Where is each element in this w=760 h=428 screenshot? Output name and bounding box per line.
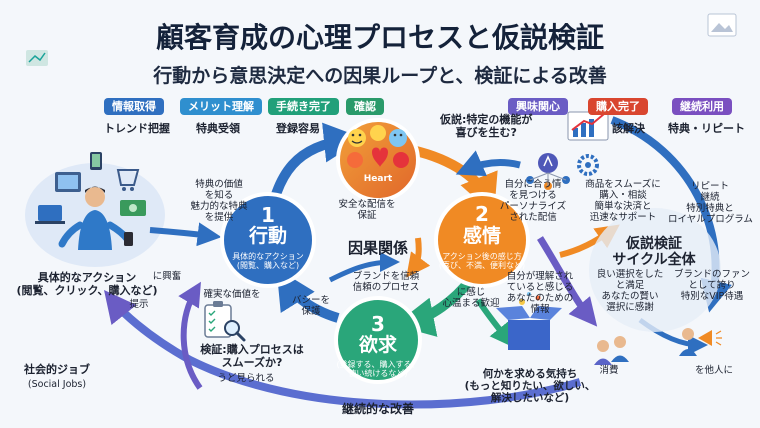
arrow-desire-to-action [276,268,340,323]
hypothesis-bottom-tail: うど見られる [217,373,275,384]
arrow-left-purple [178,281,203,390]
note-privacy: バシーを 保護 [291,295,330,317]
clipboard-magnifier-icon [204,301,246,342]
stage-tag: 確認 [346,98,384,115]
stage-tag-sub: 登録容易 [276,122,320,135]
node-emotion-label: 感情 [462,225,501,247]
stage-tag-sub: 特典・リピート [668,122,745,135]
person-with-devices-icon [35,152,146,250]
page-title: 顧客育成の心理プロセスと仮説検証 [155,21,604,54]
cycle-label: 仮説検証 サイクル全体 [612,236,696,269]
hypothesis-top: 仮説:特定の機能が 喜びを生む? [440,113,533,139]
node-action-sub: 具体的なアクション (閲覧、購入など) [232,252,304,271]
stage-tag-sub: 該解決 [612,122,645,135]
note-brand: ブランドを信頼 信頼のプロセス [352,271,420,293]
node-action-number: 1 [261,203,275,227]
stage-tag: 手続き完了 [268,98,339,115]
stage-tag: 情報取得 [104,98,164,115]
left-action-tail: に興奮 [152,271,182,282]
network-gears-icon [526,153,599,190]
people-icon [594,336,629,365]
stage-tag: メリット理解 [180,98,262,115]
arrow-center-orange [406,237,431,278]
node-desire-label: 欲求 [358,334,397,356]
note-feel: に感じ 心温まる歓迎 [442,287,500,309]
note-sure: 確実な価値を [203,289,261,300]
note-perk: 特典の価値 を知る 魅力的な特典 を提供 [190,179,248,223]
social-job-label: 社会的ジョブ [24,363,90,376]
desire-caption-tail: 消費 [599,365,619,376]
cycle-backdrop [589,208,721,332]
hypothesis-bottom: 検証:購入プロセスは スムーズか? [200,343,304,369]
desire-caption: 何かを求める気持ち (もっと知りたい、欲しい、 解決したいなど) [464,368,596,405]
node-action-circle [220,192,316,288]
note-understood: 自分が理解され ていると感じる あなたのための 情報 [506,271,574,315]
arrow-hypothesis-in [455,150,521,177]
stage-tag: 継続利用 [672,98,732,115]
note-smooth: 商品をスムーズに 購入・相談 簡単な決済と 迅速なサポート [585,179,661,223]
arrow-person-to-action [149,222,222,247]
node-action-label: 行動 [248,225,287,247]
bottom-right-tail: を他人に [694,365,733,376]
node-emotion-sub: アクション後の感じ方 (喜び、不満、便利など) [438,252,526,271]
left-action-tail-2: 提示 [129,299,149,310]
stage-tag-sub: トレンド把握 [104,122,170,135]
arrow-to-box [475,298,514,348]
megaphone-person-icon [679,328,722,356]
note-safe: 安全な配信を 保証 [338,199,396,221]
page-subtitle: 行動から意思決定への因果ループと、検証による改善 [153,65,607,87]
stage-tag: 興味関心 [508,98,568,115]
rising-chart-icon [567,111,609,141]
continuous-label: 継続的な改善 [341,402,414,416]
stage-tag-sub: 特典受領 [196,122,240,135]
left-action-label: 具体的なアクション (閲覧、クリック、購入など) [16,271,158,297]
arrow-right-purple [537,236,598,327]
node-desire-circle [334,296,422,384]
center-label: 因果関係 [347,239,408,257]
heart-label: Heart [363,174,393,184]
note-good-choice: 良い選択をした と満足 あなたの賢い 選択に感謝 [596,269,664,313]
node-emotion-circle [434,192,530,288]
arrow-center-blue [328,252,400,283]
corner-photo-icon [707,13,737,37]
social-job-en: (Social Jobs) [27,379,87,390]
note-fan: ブランドのファン として誇り 特別なVIP待遇 [673,269,750,302]
note-repeat: リピート 継続 特別特典と ロイヤルプログラム [668,181,753,225]
node-emotion-number: 2 [475,202,489,226]
corner-chart-icon [26,50,48,66]
open-box-icon [496,292,562,350]
node-desire-sub: (登録する、購入する、 使い続けるなど) [336,360,420,379]
node-desire-number: 3 [371,312,385,336]
note-match: 自分に合う情 を見つける パーソナライズ された配信 [499,179,567,223]
arrow-outer-bottom [104,290,582,409]
emoji-faces-icon [347,125,409,168]
stage-tag: 購入完了 [588,98,648,115]
